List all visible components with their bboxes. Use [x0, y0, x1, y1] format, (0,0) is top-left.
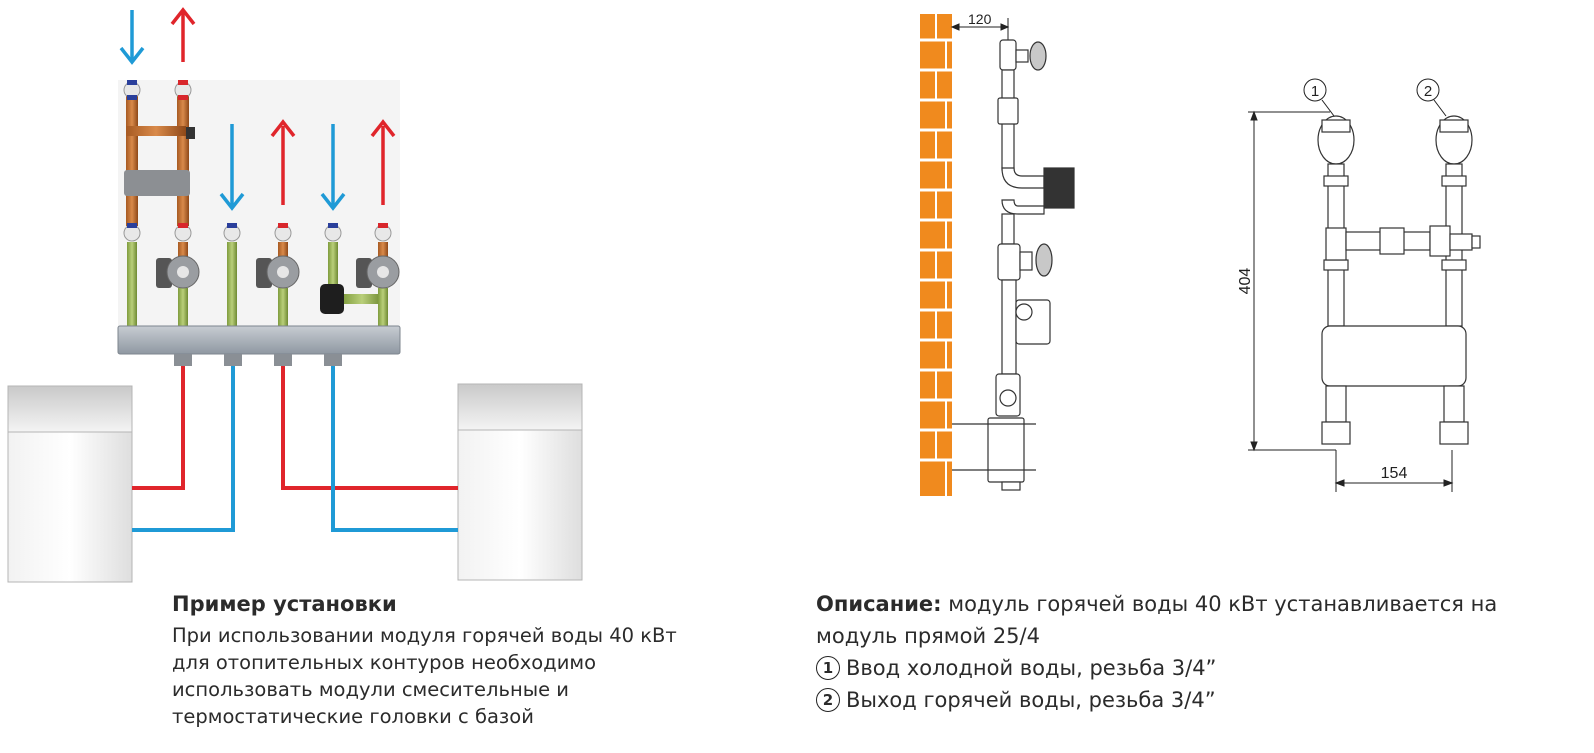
pump	[156, 255, 200, 289]
example-line: термостатические головки с базой	[172, 705, 534, 728]
connection-pipes	[132, 366, 458, 532]
example-body: При использовании модуля горячей воды 40…	[172, 622, 732, 730]
example-title: Пример установки	[172, 592, 397, 616]
mixing-valve-actuator	[320, 284, 344, 314]
cold-pipe-right	[331, 366, 458, 532]
item-text-2: Выход горячей воды, резьба 3/4”	[846, 688, 1216, 712]
installation-example-text: Пример установки При использовании модул…	[172, 592, 732, 730]
marker-1-label: 1	[1311, 83, 1319, 100]
example-line: для отопительных контуров необходимо	[172, 651, 597, 674]
description-line-1: Описание: модуль горячей воды 40 кВт уст…	[816, 588, 1576, 620]
valve	[274, 223, 292, 242]
description-line-2: модуль прямой 25/4	[816, 624, 1040, 648]
cold-supply-arrow	[119, 10, 145, 65]
item-number-1: 1	[816, 656, 840, 680]
valve	[123, 223, 141, 242]
description-text: Описание: модуль горячей воды 40 кВт уст…	[816, 588, 1576, 716]
marker-2	[1416, 78, 1447, 117]
example-line: При использовании модуля горячей воды 40…	[172, 624, 677, 647]
item-number-2: 2	[816, 688, 840, 712]
boiler-right	[457, 383, 583, 581]
ball-valves	[123, 80, 392, 242]
brick-wall	[920, 14, 952, 496]
boiler-left	[7, 385, 133, 583]
valve	[174, 80, 192, 100]
hot-water-module	[124, 96, 195, 226]
module-background	[118, 80, 400, 335]
side-assembly	[952, 39, 1075, 491]
distribution-manifold	[117, 325, 401, 355]
front-view-drawing: 404 154 1 2	[1237, 78, 1481, 492]
valve	[123, 80, 141, 100]
hot-arrow-3	[370, 119, 396, 205]
installation-example-diagram	[7, 7, 583, 583]
dimension-offset	[950, 18, 1010, 42]
item-text-1: Ввод холодной воды, резьба 3/4”	[846, 656, 1217, 680]
dimension-offset-label: 120	[968, 11, 992, 27]
cold-pipe-left	[132, 366, 235, 532]
top-flow-arrows	[119, 7, 396, 211]
pump	[256, 255, 300, 289]
cold-arrow-3	[320, 124, 346, 211]
description-label: Описание:	[816, 592, 942, 616]
hot-pipe-right	[281, 366, 458, 490]
valve	[324, 223, 342, 242]
front-module	[1317, 115, 1481, 445]
valve	[374, 223, 392, 242]
circulation-pumps	[156, 255, 400, 314]
hot-return-arrow	[170, 7, 196, 62]
marker-2-label: 2	[1424, 83, 1432, 100]
dimension-height	[1248, 110, 1336, 452]
cold-arrow-2	[219, 124, 245, 211]
example-line: использовать модули смесительные и	[172, 678, 569, 701]
green-pipes	[127, 242, 388, 326]
side-view-drawing: 120	[920, 11, 1075, 496]
valve	[223, 223, 241, 242]
hot-pipe-left	[132, 366, 185, 490]
hot-arrow-2	[270, 119, 296, 205]
pump	[356, 255, 400, 289]
manifold-fittings	[174, 354, 342, 366]
description-text-1: модуль горячей воды 40 кВт устанавливает…	[941, 592, 1498, 616]
valve	[174, 223, 192, 242]
dimension-spacing-label: 154	[1381, 465, 1408, 482]
dimension-spacing	[1334, 450, 1454, 492]
marker-1	[1303, 78, 1335, 117]
heat-exchanger	[124, 170, 190, 196]
dimension-height-label: 404	[1237, 268, 1254, 295]
